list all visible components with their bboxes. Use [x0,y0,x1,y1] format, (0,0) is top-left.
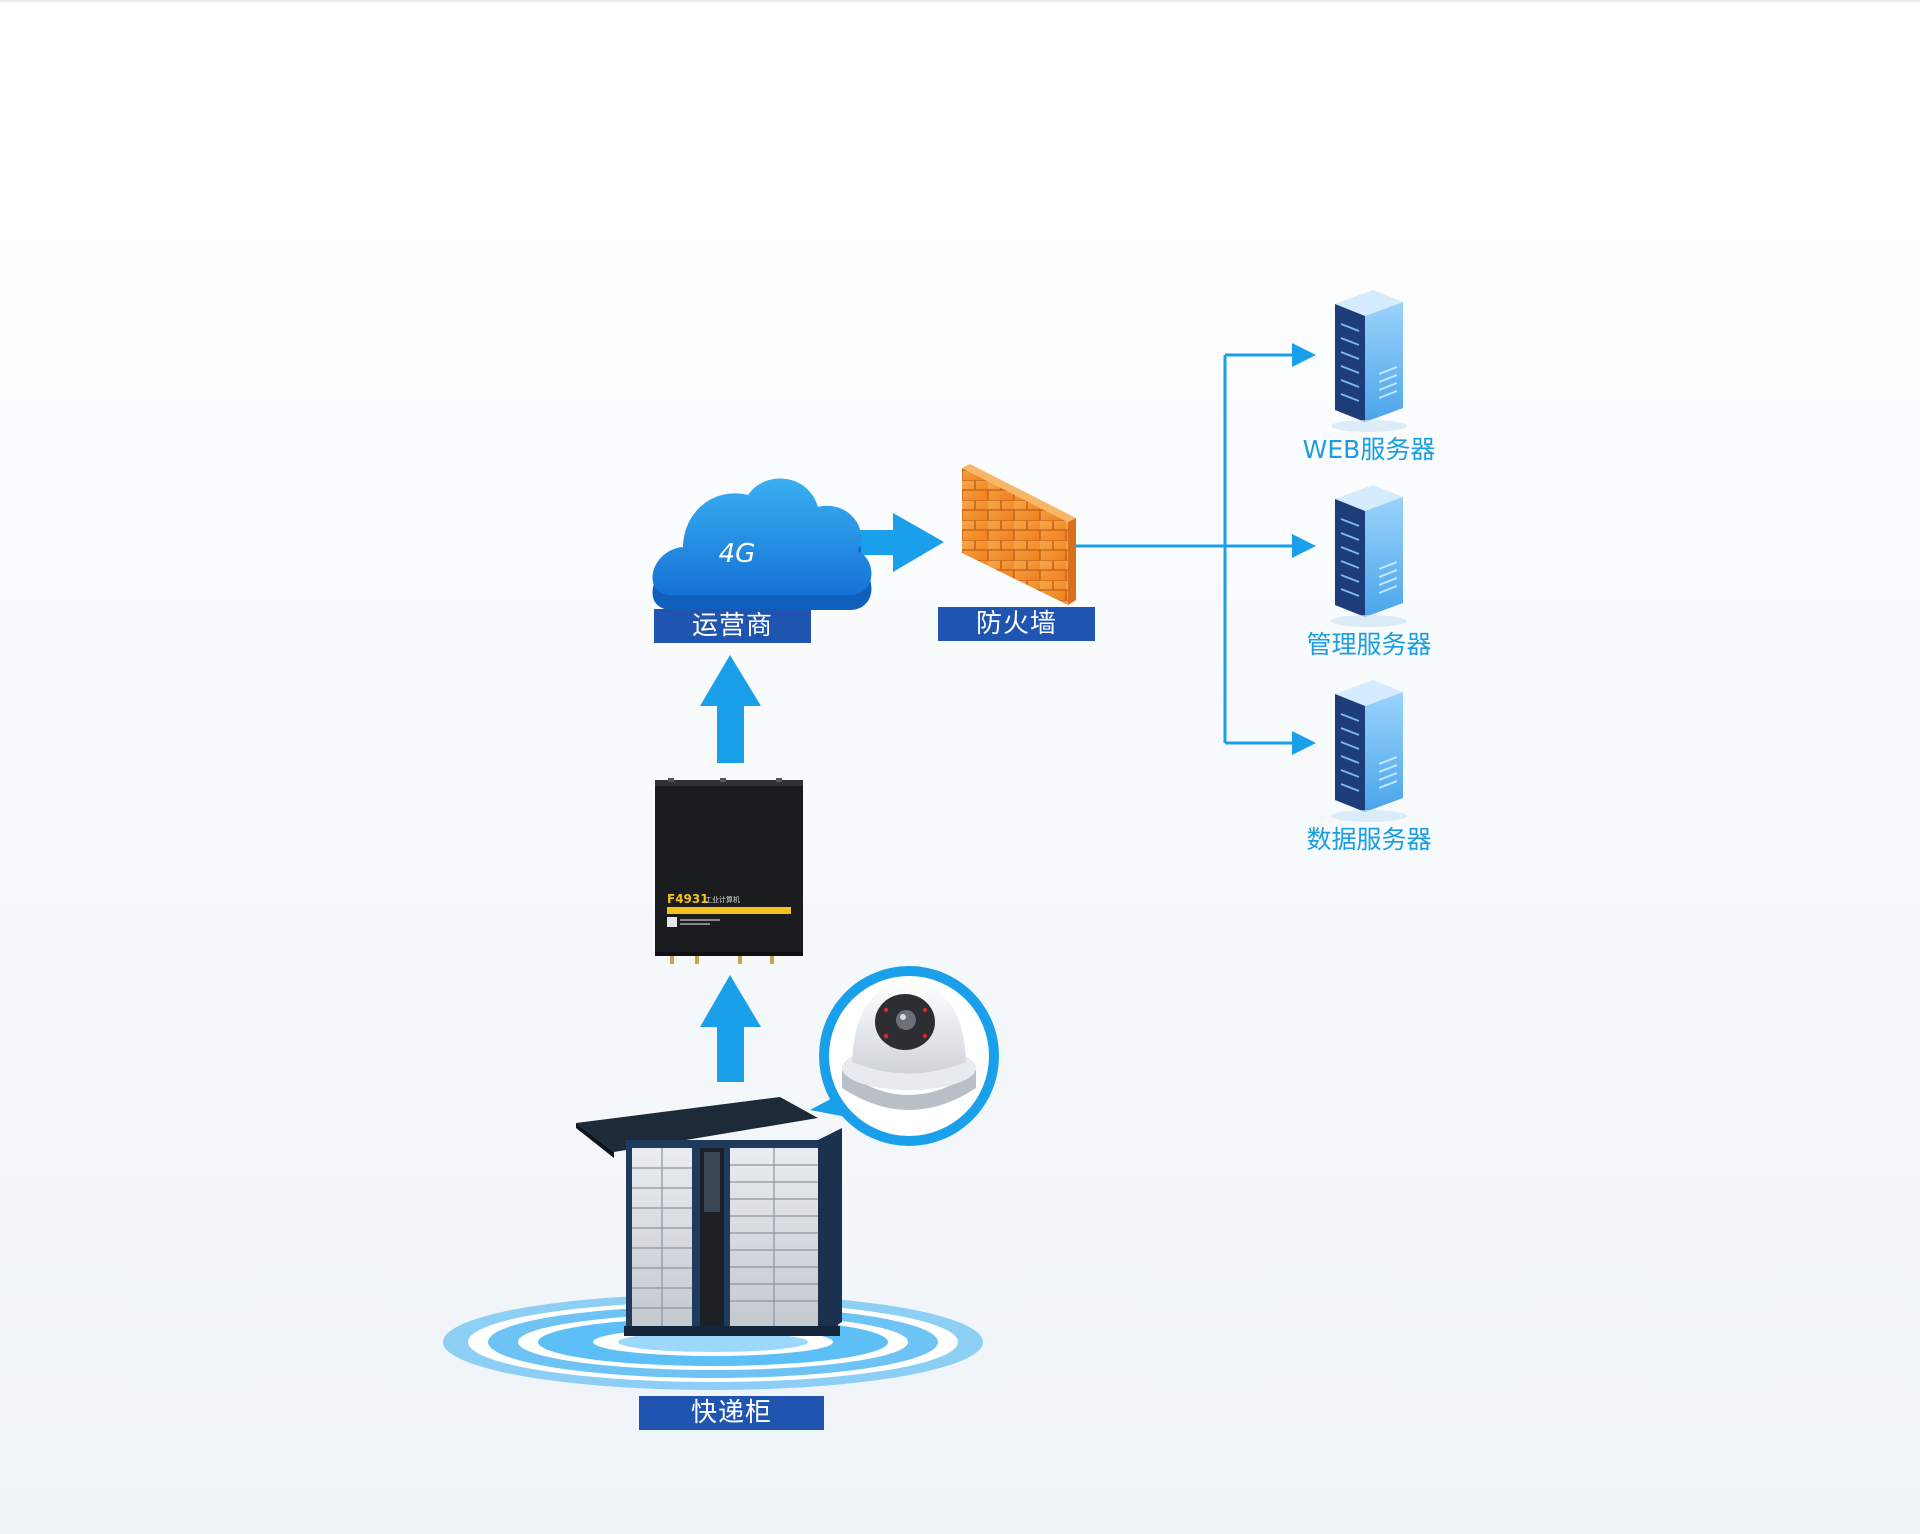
server-rack-data [1331,680,1407,822]
arrow-locker-to-computer [700,975,761,1082]
mgmt-server-label: 管理服务器 [1306,630,1432,659]
arrowhead-mgmt [1292,534,1316,558]
signal-rings [443,1294,983,1390]
cloud-4g-text: 4G [719,539,756,569]
server-rack-web [1331,290,1407,432]
cloud-label: 运营商 [654,609,811,643]
computer-subtitle: 工业计算机 [705,895,740,904]
locker-label: 快递柜 [639,1396,824,1430]
brick-wall-icon [962,464,1076,605]
server-rack-mgmt [1331,485,1407,627]
top-divider [0,0,1920,2]
industrial-computer-icon: F4931 工业计算机 [655,778,803,964]
arrow-computer-to-cloud [700,655,761,763]
data-server-label: 数据服务器 [1306,825,1432,854]
web-server-label: WEB服务器 [1302,435,1436,464]
computer-model: F4931 [667,892,709,906]
arrowhead-web [1292,343,1316,367]
cloud-icon: 4G [652,478,872,610]
dome-camera-icon [810,966,999,1146]
firewall-label: 防火墙 [938,607,1095,641]
computer-spec-strip [667,907,791,914]
arrow-cloud-to-firewall [838,513,944,572]
qr-code [667,917,677,927]
parcel-locker-icon [576,1097,842,1336]
flow-arrows [700,513,944,1082]
server-connectors [1068,353,1295,745]
arrowhead-data [1292,731,1316,755]
